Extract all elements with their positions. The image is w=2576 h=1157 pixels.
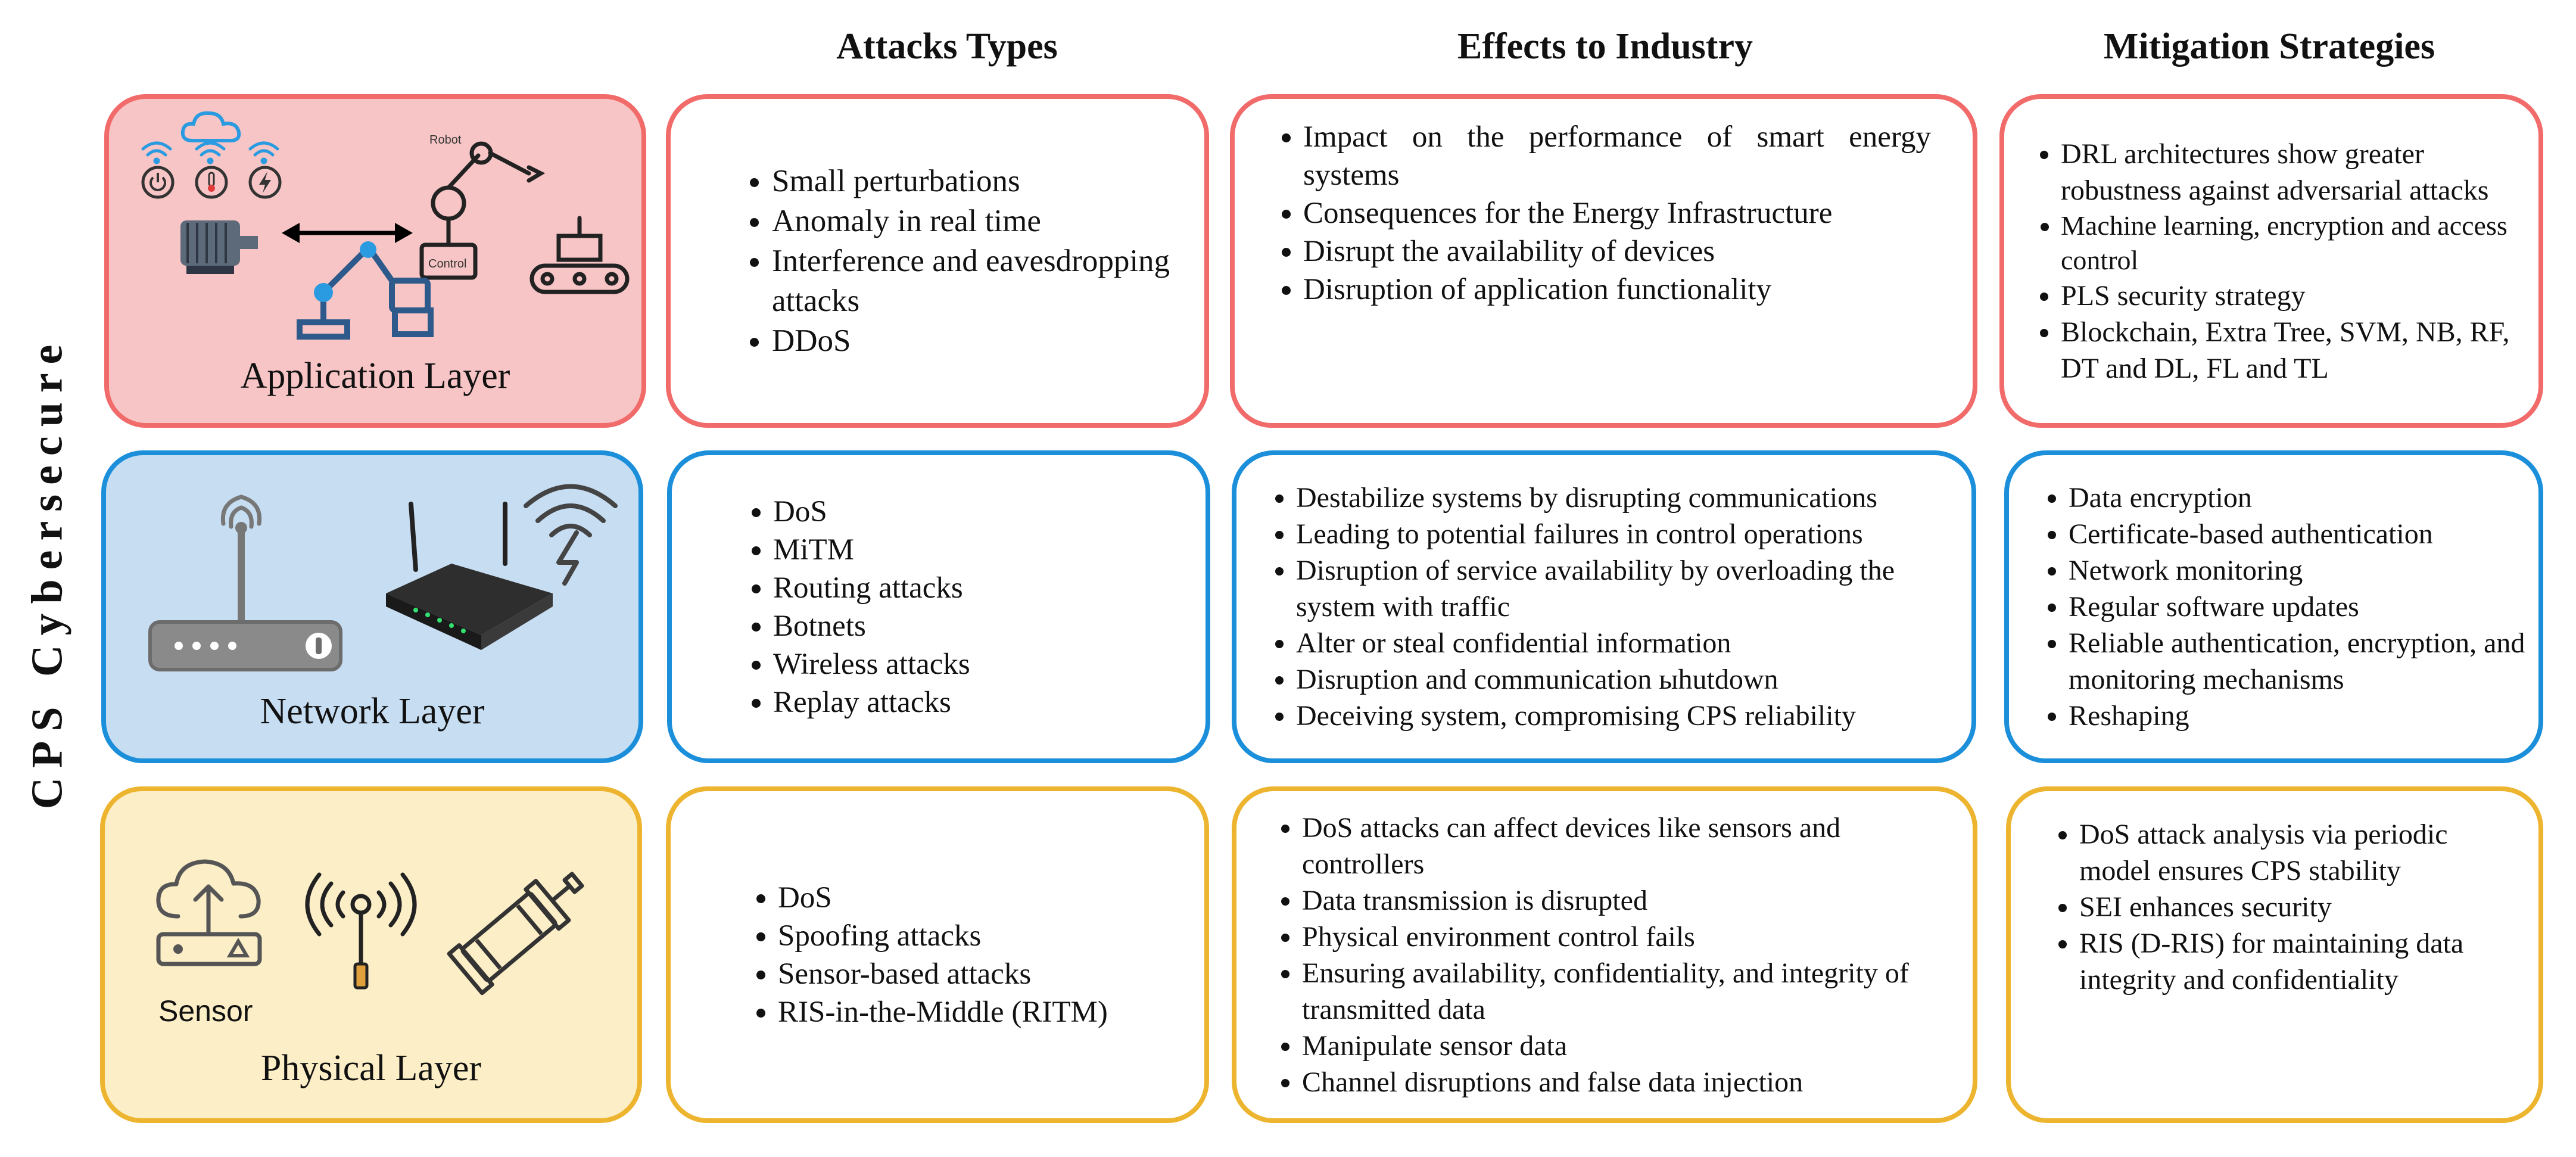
network-mitigation-item: Reshaping	[2069, 698, 2528, 734]
network-mitigation-item: Reliable authentication, encryption, and…	[2069, 625, 2528, 698]
network-mitigation-item: Regular software updates	[2069, 589, 2528, 625]
physical-effect-item: Manipulate sensor data	[1302, 1028, 1937, 1064]
physical-layer-label: Physical Layer	[260, 1048, 482, 1088]
cloud-upload-icon	[156, 859, 262, 966]
robot-label: Robot	[429, 133, 462, 147]
network-layer-panel: Network Layer	[101, 450, 643, 763]
physical-effect-item: Physical environment control fails	[1302, 919, 1937, 955]
motor-icon	[180, 220, 258, 274]
wifi-icon	[141, 141, 279, 164]
header-mitigation-strategies: Mitigation Strategies	[2103, 26, 2435, 67]
physical-attack-item: DoS	[778, 879, 1189, 917]
network-attack-item: Wireless attacks	[773, 645, 1190, 683]
network-effect-item: Deceiving system, compromising CPS relia…	[1296, 698, 1960, 734]
network-attack-item: Botnets	[773, 607, 1190, 645]
application-effects-box: Impact on the performance of smart energ…	[1230, 94, 1977, 428]
side-title-text: CPS Cybersecure	[23, 335, 72, 809]
network-effect-item: Destabilize systems by disrupting commun…	[1296, 480, 1960, 516]
physical-layer-panel: Sensor Physical Layer	[100, 786, 642, 1123]
antenna-icon	[305, 872, 417, 990]
application-effect-item: Consequences for the Energy Infrastructu…	[1303, 194, 1931, 232]
application-attack-item: Interference and eavesdropping attacks	[772, 241, 1189, 321]
physical-effect-item: Data transmission is disrupted	[1302, 882, 1937, 919]
network-attack-item: DoS	[773, 493, 1190, 531]
control-label: Control	[428, 257, 466, 270]
application-layer-label: Application Layer	[240, 356, 510, 396]
network-layer-label: Network Layer	[260, 691, 485, 732]
application-effect-item: Impact on the performance of smart energ…	[1303, 118, 1931, 194]
side-title: CPS Cybersecure	[12, 274, 83, 870]
network-mitigation-box: Data encryption Certificate-based authen…	[2004, 450, 2543, 763]
application-attack-item: Anomaly in real time	[772, 201, 1189, 241]
lightning-icon	[248, 166, 282, 199]
router-icon	[148, 494, 342, 671]
application-layer-panel: Robot Control Application Layer	[104, 94, 646, 428]
conveyor-icon	[529, 216, 630, 294]
physical-attack-item: Sensor-based attacks	[778, 955, 1189, 993]
network-attack-item: MiTM	[773, 531, 1190, 569]
application-effect-item: Disruption of application functionality	[1303, 270, 1931, 309]
network-effect-item: Leading to potential failures in control…	[1296, 516, 1960, 552]
network-effect-item: Disruption of service availability by ov…	[1296, 552, 1960, 625]
physical-mitigation-item: DoS attack analysis via periodic model e…	[2079, 816, 2521, 889]
double-arrow-icon	[282, 223, 413, 243]
physical-effect-item: Ensuring availability, confidentiality, …	[1302, 955, 1937, 1028]
physical-mitigation-box: DoS attack analysis via periodic model e…	[2006, 786, 2543, 1123]
physical-mitigation-item: RIS (D-RIS) for maintaining data integri…	[2079, 925, 2521, 998]
network-attack-item: Routing attacks	[773, 569, 1190, 607]
application-attacks-box: Small perturbations Anomaly in real time…	[666, 94, 1209, 428]
physical-effect-item: Channel disruptions and false data injec…	[1302, 1064, 1937, 1100]
application-effect-item: Disrupt the availability of devices	[1303, 232, 1931, 270]
physical-attacks-box: DoS Spoofing attacks Sensor-based attack…	[666, 786, 1209, 1123]
wireless-router-icon	[386, 502, 553, 650]
application-mitigation-item: Blockchain, Extra Tree, SVM, NB, RF, DT …	[2061, 314, 2527, 387]
network-effect-item: Alter or steal confidential information	[1296, 625, 1960, 661]
physical-mitigation-item: SEI enhances security	[2079, 889, 2521, 925]
actuator-icon	[447, 872, 584, 996]
application-mitigation-box: DRL architectures show greater robustnes…	[1999, 94, 2543, 428]
network-attacks-box: DoS MiTM Routing attacks Botnets Wireles…	[667, 450, 1210, 763]
application-attack-item: DDoS	[772, 321, 1189, 361]
application-mitigation-item: PLS security strategy	[2061, 278, 2527, 314]
physical-attack-item: RIS-in-the-Middle (RITM)	[778, 993, 1189, 1031]
robot-arm-icon-blue	[297, 241, 434, 340]
physical-attack-item: Spoofing attacks	[778, 917, 1189, 955]
header-effects-to-industry: Effects to Industry	[1457, 26, 1753, 67]
network-effects-box: Destabilize systems by disrupting commun…	[1232, 450, 1976, 763]
physical-effect-item: DoS attacks can affect devices like sens…	[1302, 810, 1937, 882]
cloud-icon	[180, 111, 241, 142]
thermometer-icon	[195, 166, 228, 199]
header-attacks-types: Attacks Types	[836, 26, 1058, 67]
wireless-lightning-icon	[524, 484, 618, 586]
application-mitigation-item: DRL architectures show greater robustnes…	[2061, 136, 2527, 209]
network-attack-item: Replay attacks	[773, 683, 1190, 721]
network-effect-item: Disruption and communication ыhutdown	[1296, 661, 1960, 698]
application-mitigation-item: Machine learning, encryption and access …	[2061, 209, 2527, 278]
network-mitigation-item: Network monitoring	[2069, 552, 2528, 589]
application-attack-item: Small perturbations	[772, 161, 1189, 201]
sensor-label: Sensor	[158, 994, 253, 1028]
network-mitigation-item: Certificate-based authentication	[2069, 516, 2528, 552]
power-icon	[141, 166, 175, 199]
physical-effects-box: DoS attacks can affect devices like sens…	[1232, 786, 1977, 1123]
network-mitigation-item: Data encryption	[2069, 480, 2528, 516]
robot-arm-icon: Robot Control	[419, 133, 546, 280]
